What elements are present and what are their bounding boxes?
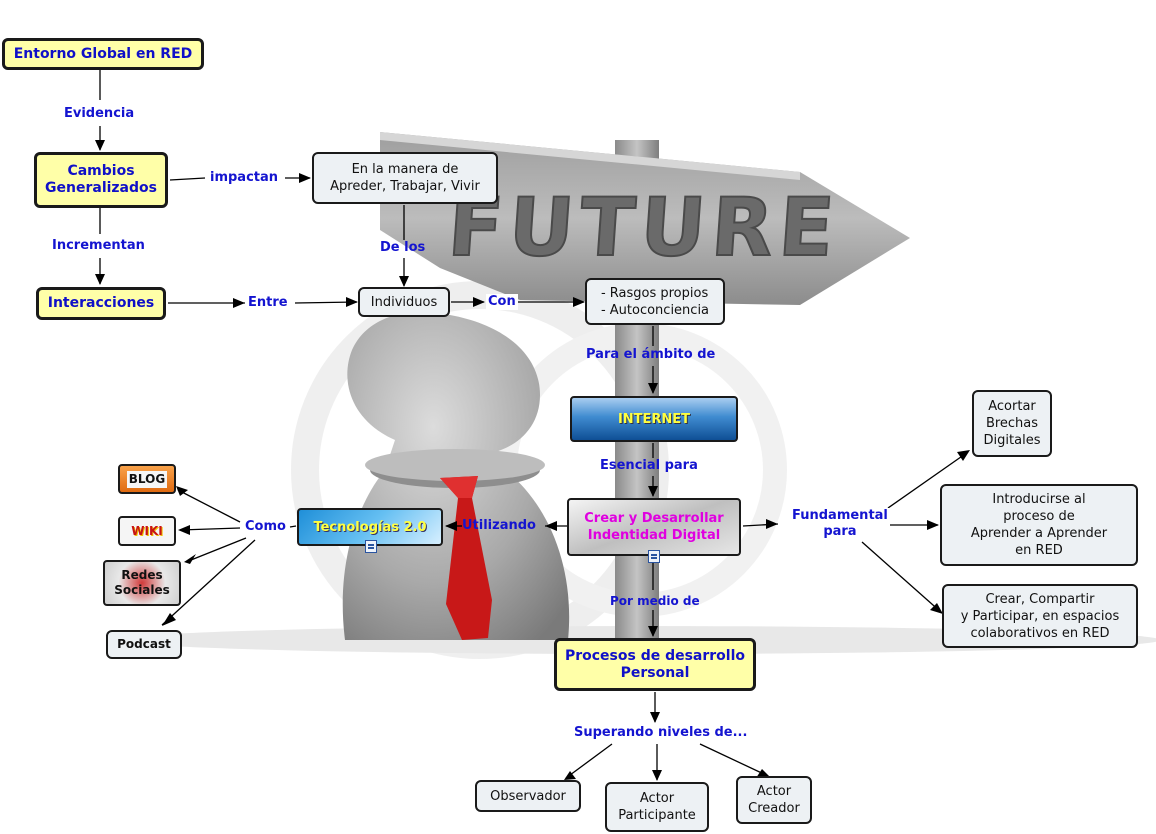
link-con: Con: [486, 294, 518, 310]
link-entre: Entre: [246, 295, 290, 311]
link-incrementan: Incrementan: [50, 238, 147, 254]
node-wiki[interactable]: WIKI: [118, 516, 176, 546]
link-por-medio-de: Por medio de: [610, 594, 700, 608]
note-icon[interactable]: [648, 550, 660, 563]
crear-identidad-label: Crear y Desarrollar Indentidad Digital: [584, 511, 724, 543]
node-redes-sociales[interactable]: Redes Sociales: [103, 560, 181, 606]
node-actor-participante[interactable]: Actor Participante: [605, 782, 709, 832]
redes-label: Redes Sociales: [114, 568, 170, 597]
link-evidencia: Evidencia: [62, 106, 137, 122]
link-de-los: De los: [380, 240, 426, 255]
blog-label: BLOG: [126, 470, 168, 488]
note-icon[interactable]: [365, 540, 377, 553]
wiki-label: WIKI: [131, 523, 163, 538]
node-cambios-generalizados[interactable]: Cambios Generalizados: [34, 152, 168, 208]
node-internet[interactable]: INTERNET: [570, 396, 738, 442]
link-impactan: impactan: [208, 170, 281, 186]
node-introducirse[interactable]: Introducirse al proceso de Aprender a Ap…: [940, 484, 1138, 566]
tie: [440, 476, 492, 640]
node-individuos[interactable]: Individuos: [358, 287, 450, 317]
link-superando-niveles: Superando niveles de...: [572, 725, 750, 741]
node-entorno-global[interactable]: Entorno Global en RED: [2, 38, 204, 70]
node-actor-creador[interactable]: Actor Creador: [736, 776, 812, 824]
link-fundamental-para: Fundamental para: [790, 508, 890, 540]
node-observador[interactable]: Observador: [475, 780, 581, 812]
link-esencial-para: Esencial para: [600, 458, 698, 473]
link-para-el-ambito: Para el ámbito de: [586, 347, 716, 362]
future-sign: FUTURE: [380, 132, 910, 305]
node-tecnologias-20[interactable]: Tecnologías 2.0: [297, 508, 443, 546]
tecnologias-label: Tecnologías 2.0: [313, 519, 427, 535]
node-podcast[interactable]: Podcast: [106, 630, 182, 659]
node-acortar-brechas[interactable]: Acortar Brechas Digitales: [972, 390, 1052, 457]
link-como: Como: [243, 519, 288, 535]
node-crear-identidad-digital[interactable]: Crear y Desarrollar Indentidad Digital: [567, 498, 741, 556]
arrow-heads: [95, 140, 970, 781]
internet-label: INTERNET: [617, 411, 691, 427]
node-interacciones[interactable]: Interacciones: [36, 287, 166, 320]
node-rasgos-propios[interactable]: - Rasgos propios - Autoconciencia: [585, 278, 725, 325]
sign-text: FUTURE: [445, 181, 843, 274]
node-blog[interactable]: BLOG: [118, 464, 176, 494]
link-utilizando: Utilizando: [462, 518, 536, 533]
pawn-figure: [342, 311, 570, 640]
node-crear-compartir[interactable]: Crear, Compartir y Participar, en espaci…: [942, 584, 1138, 648]
node-manera-de-aprender[interactable]: En la manera de Apreder, Trabajar, Vivir: [312, 152, 498, 204]
node-procesos-desarrollo[interactable]: Procesos de desarrollo Personal: [554, 638, 756, 691]
